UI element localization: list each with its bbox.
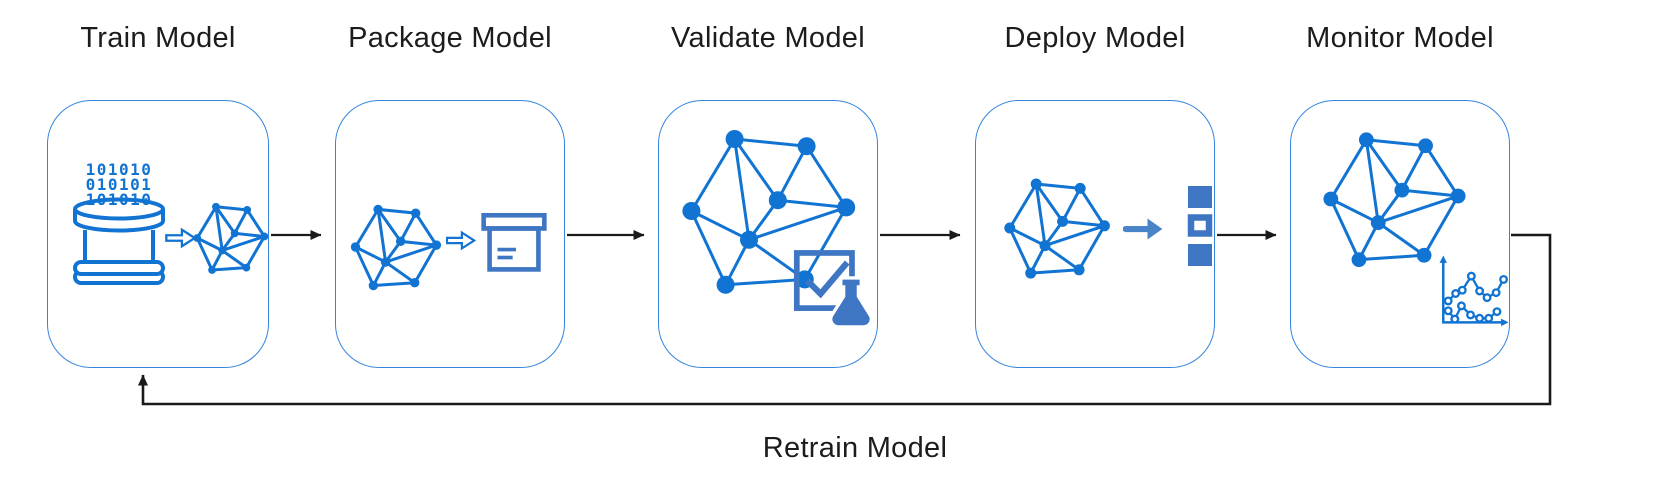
stage-title-monitor: Monitor Model <box>1306 22 1494 54</box>
stage-box-deploy <box>975 100 1215 368</box>
model-network-icon <box>191 199 269 277</box>
stage-box-package <box>335 100 565 368</box>
transform-arrow-icon <box>446 230 476 251</box>
check-box-icon <box>793 250 871 329</box>
stage-box-train: 101010 010101 101010 <box>47 100 269 368</box>
stacked-squares-icon <box>1187 186 1213 266</box>
line-chart-icon <box>1439 255 1509 327</box>
stage-title-validate: Validate Model <box>671 22 865 54</box>
retrain-label: Retrain Model <box>762 432 948 464</box>
stage-box-monitor <box>1290 100 1510 368</box>
database-icon: 101010 010101 101010 <box>73 161 165 285</box>
stage-box-validate <box>658 100 878 368</box>
flask-icon <box>829 276 871 329</box>
model-network-icon <box>1001 173 1111 283</box>
stage-title-package: Package Model <box>348 22 552 54</box>
deploy-arrow-icon <box>1123 218 1163 240</box>
stage-title-train: Train Model <box>80 22 236 54</box>
package-box-icon <box>481 212 547 272</box>
model-network-icon <box>348 200 442 294</box>
binary-line-2: 010101 <box>86 175 153 194</box>
stage-title-deploy: Deploy Model <box>1004 22 1186 54</box>
binary-line-1: 101010 <box>86 161 153 179</box>
